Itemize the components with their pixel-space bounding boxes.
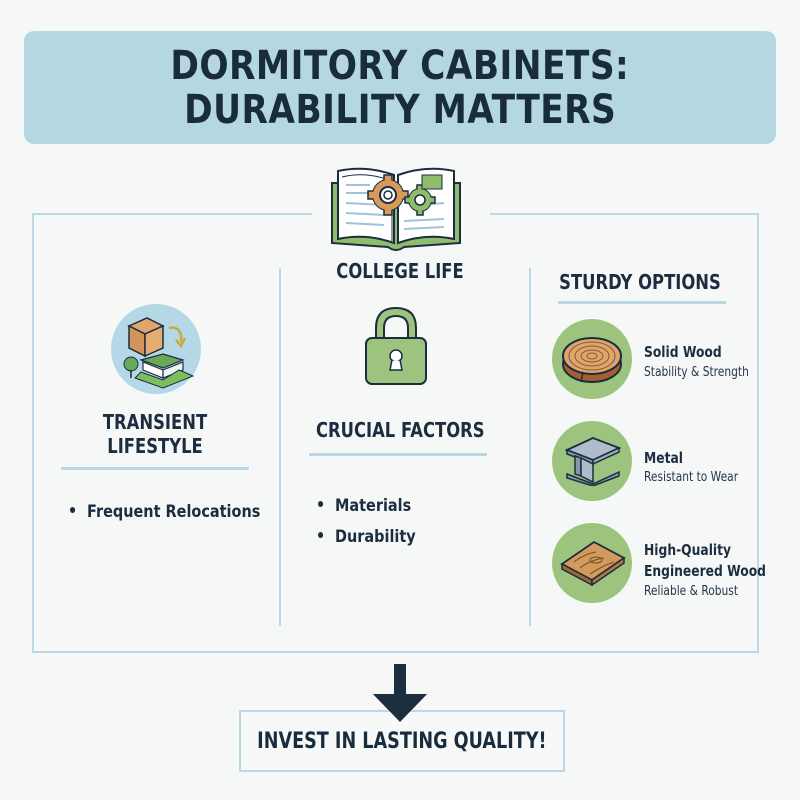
down-arrow-tip — [373, 694, 427, 722]
option-subtitle-engineered-wood: Reliable & Robust — [644, 584, 739, 599]
sturdy-heading-underline — [558, 301, 726, 304]
wood-log-slice-icon — [561, 336, 623, 384]
transient-lifestyle-heading: TRANSIENT LIFESTYLE — [73, 410, 237, 458]
heading-line-2: LIFESTYLE — [107, 434, 203, 458]
option-subtitle-solid-wood: Stability & Strength — [644, 365, 749, 380]
bullet-dot — [318, 532, 324, 538]
college-life-label: COLLEGE LIFE — [336, 259, 464, 283]
padlock-icon — [364, 306, 428, 386]
crucial-factors-heading: CRUCIAL FACTORS — [316, 418, 485, 442]
sturdy-options-heading: STURDY OPTIONS — [559, 270, 721, 294]
panel-top-border-left — [32, 213, 312, 215]
option-subtitle-metal: Resistant to Wear — [644, 470, 739, 485]
bullet-durability: Durability — [318, 527, 416, 547]
title-line-1: DORMITORY CABINETS: — [170, 42, 630, 89]
panel-right-border — [757, 213, 759, 653]
option-title-solid-wood: Solid Wood — [644, 343, 722, 361]
column-divider-left — [279, 268, 281, 626]
option-title-metal: Metal — [644, 449, 683, 467]
panel-top-border-right — [490, 213, 759, 215]
panel-bottom-border — [32, 651, 759, 653]
wood-plank-icon — [560, 540, 626, 587]
column-divider-right — [529, 268, 531, 626]
option-title-engineered-wood-line1: High-Quality — [644, 541, 732, 559]
option-title-engineered-wood-line2: Engineered Wood — [644, 562, 766, 580]
crucial-heading-underline — [309, 453, 487, 456]
cta-box: INVEST IN LASTING QUALITY! — [239, 710, 565, 772]
title-banner: DORMITORY CABINETS: DURABILITY MATTERS — [24, 31, 776, 144]
panel-left-border — [32, 213, 34, 653]
heading-line-1: TRANSIENT — [102, 410, 208, 434]
open-book-with-gears-icon — [326, 163, 466, 253]
bullet-materials: Materials — [318, 496, 411, 516]
cta-text: INVEST IN LASTING QUALITY! — [257, 728, 547, 754]
title-line-2: DURABILITY MATTERS — [183, 86, 617, 133]
moving-box-house-icon — [111, 304, 201, 394]
transient-heading-underline — [61, 467, 249, 470]
steel-i-beam-icon — [564, 436, 622, 487]
bullet-frequent-relocations: Frequent Relocations — [70, 502, 260, 522]
bullet-dot — [318, 501, 324, 507]
bullet-dot — [70, 507, 76, 513]
